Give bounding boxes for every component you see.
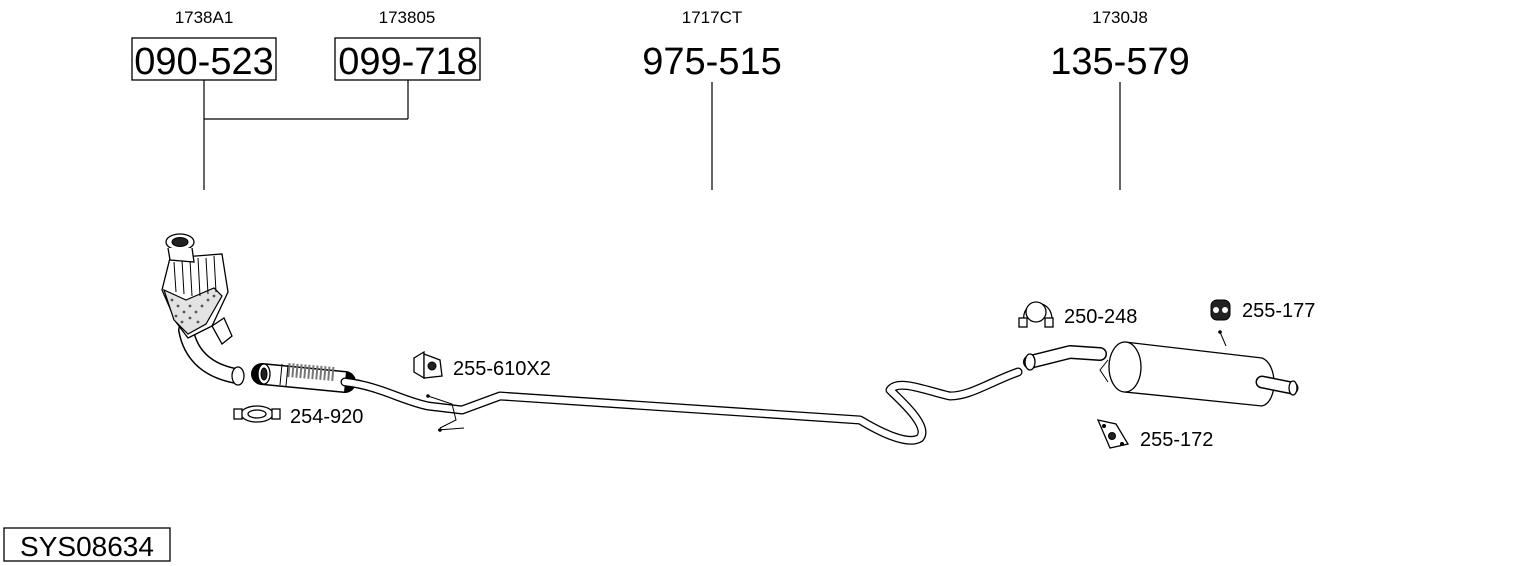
part-number-090-523[interactable]: 090-523: [134, 41, 273, 83]
part-number-975-515[interactable]: 975-515: [642, 41, 781, 83]
part-box-090-523[interactable]: [131, 37, 277, 81]
accessory-255-610X2[interactable]: 255-610X2: [453, 358, 551, 380]
accessory-255-172[interactable]: 255-172: [1140, 429, 1213, 451]
part-number-135-579[interactable]: 135-579: [1050, 41, 1189, 83]
pipe-hangers: [426, 394, 465, 432]
clamp-icon[interactable]: [233, 405, 281, 423]
part-ref-1730J8: 1730J8: [1092, 8, 1148, 27]
part-ref-1738A1: 1738A1: [175, 8, 234, 27]
flex-pipe[interactable]: [251, 363, 356, 393]
rear-silencer[interactable]: [1023, 330, 1299, 407]
pipe-clamp-icon[interactable]: [1018, 301, 1054, 328]
accessory-255-177[interactable]: 255-177: [1242, 300, 1315, 322]
part-ref-173805: 173805: [379, 8, 436, 27]
catalytic-converter[interactable]: [161, 233, 245, 386]
part-ref-1717CT: 1717CT: [682, 8, 742, 27]
part-number-099-718[interactable]: 099-718: [338, 41, 477, 83]
accessory-250-248[interactable]: 250-248: [1064, 306, 1137, 328]
mounting-bracket-icon[interactable]: [413, 350, 443, 380]
part-box-099-718[interactable]: [334, 37, 481, 81]
leader-lines: [203, 80, 1121, 190]
accessory-254-920[interactable]: 254-920: [290, 406, 363, 428]
rubber-mount-icon[interactable]: [1096, 419, 1130, 449]
system-code-box: [3, 527, 171, 562]
system-code: SYS08634: [20, 531, 154, 562]
rubber-hanger-icon[interactable]: [1210, 299, 1231, 321]
